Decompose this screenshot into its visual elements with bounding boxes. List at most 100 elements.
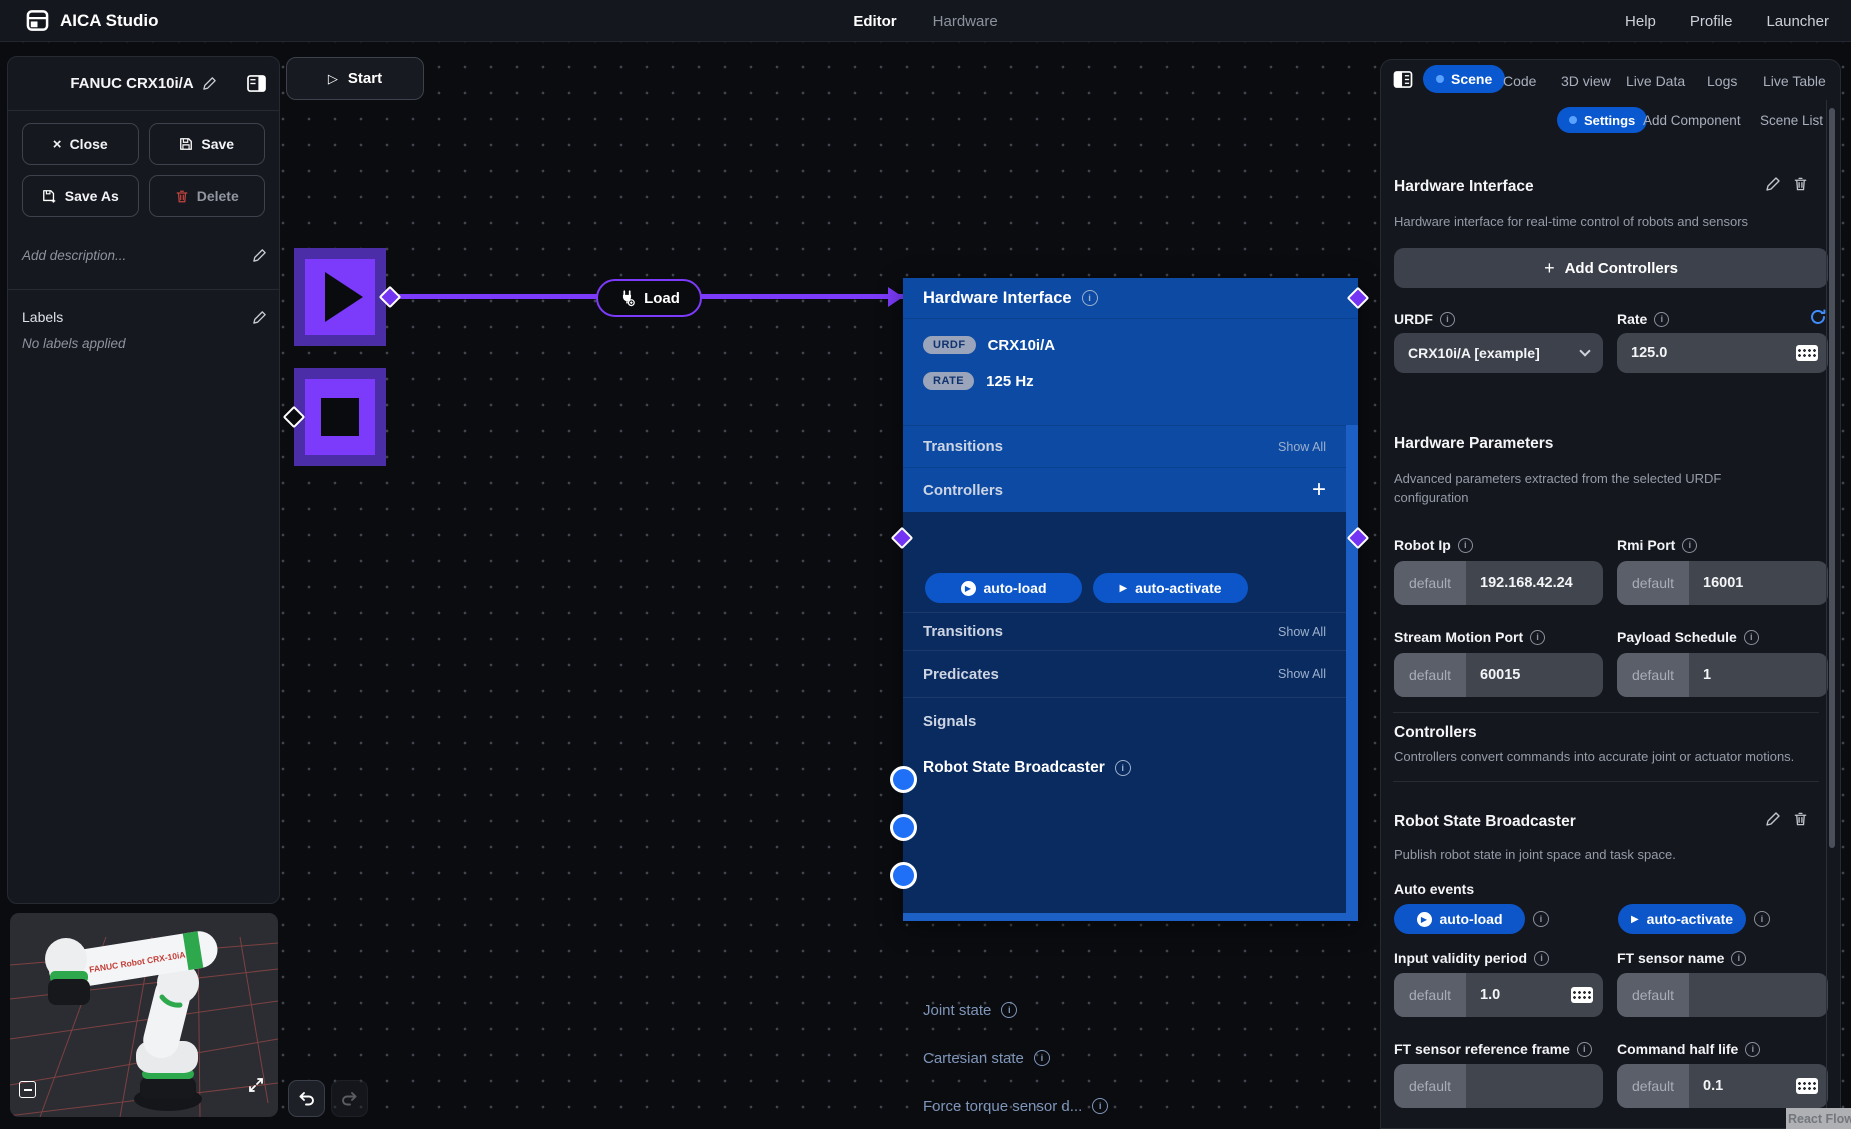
robot-ip-input[interactable]: default 192.168.42.24 — [1394, 561, 1603, 605]
robot-3d-preview[interactable]: FANUC Robot CRX-10iA — [10, 913, 278, 1117]
undo-button[interactable] — [288, 1080, 325, 1117]
info-icon[interactable]: i — [1530, 630, 1545, 645]
collapse-panel-icon[interactable] — [247, 75, 266, 92]
subtab-settings[interactable]: Settings — [1557, 107, 1647, 133]
divider — [1393, 781, 1819, 782]
rate-input[interactable]: 125.0 — [1617, 333, 1828, 373]
subtab-scene-list[interactable]: Scene List — [1760, 113, 1823, 128]
panel-scrollbar-thumb[interactable] — [1829, 108, 1835, 848]
tab-editor[interactable]: Editor — [853, 13, 896, 30]
info-icon[interactable]: i — [1001, 1002, 1017, 1018]
tab-live-data[interactable]: Live Data — [1626, 73, 1685, 89]
info-icon[interactable]: i — [1534, 951, 1549, 966]
edit-title-pencil-icon[interactable] — [202, 76, 217, 91]
info-icon[interactable]: i — [1745, 1042, 1760, 1057]
delete-trash-icon[interactable] — [1793, 811, 1808, 827]
hardware-interface-node[interactable]: Hardware Interface i URDF CRX10i/A RATE … — [903, 278, 1358, 921]
robot-state-broadcaster-subnode[interactable]: Robot State Broadcaster i ▶ auto-load ▶ … — [903, 512, 1358, 913]
rmi-port-input[interactable]: default 16001 — [1617, 561, 1828, 605]
scene-actions: × Close Save Save As Delete — [8, 111, 279, 217]
start-state-node[interactable] — [294, 248, 386, 346]
auto-activate-pill[interactable]: ▶ auto-activate — [1093, 573, 1248, 603]
stream-motion-port-input[interactable]: default 60015 — [1394, 653, 1603, 697]
keypad-icon[interactable] — [1796, 345, 1818, 361]
minimize-preview-icon[interactable] — [19, 1081, 36, 1098]
info-icon[interactable]: i — [1115, 760, 1131, 776]
payload-schedule-input[interactable]: default 1 — [1617, 653, 1828, 697]
tab-3d-view[interactable]: 3D view — [1561, 73, 1611, 89]
info-icon[interactable]: i — [1440, 312, 1455, 327]
help-link[interactable]: Help — [1625, 13, 1656, 30]
labels-empty-text: No labels applied — [22, 336, 126, 351]
cartesian-state-port[interactable] — [890, 814, 917, 841]
force-torque-port[interactable] — [890, 862, 917, 889]
info-icon[interactable]: i — [1682, 538, 1697, 553]
start-button[interactable]: ▷ Start — [286, 57, 424, 100]
command-half-life-input[interactable]: default 0.1 — [1617, 1064, 1828, 1108]
active-dot — [1436, 75, 1444, 83]
collapse-inspector-icon[interactable] — [1393, 71, 1413, 88]
info-icon[interactable]: i — [1458, 538, 1473, 553]
stop-state-node[interactable] — [294, 368, 386, 466]
show-all-rsb-transitions[interactable]: Show All — [1278, 625, 1326, 639]
show-all-transitions[interactable]: Show All — [1278, 440, 1326, 454]
hardware-interface-description: Hardware interface for real-time control… — [1394, 212, 1748, 231]
node-header[interactable]: Hardware Interface i — [903, 278, 1358, 319]
react-flow-attribution[interactable]: React Flow — [1786, 1108, 1851, 1129]
edit-pencil-icon[interactable] — [1765, 811, 1781, 827]
tab-scene[interactable]: Scene — [1423, 65, 1505, 93]
ft-sensor-reference-frame-label: FT sensor reference framei — [1394, 1041, 1592, 1057]
launcher-link[interactable]: Launcher — [1766, 13, 1829, 30]
hardware-parameters-description: Advanced parameters extracted from the s… — [1394, 469, 1794, 507]
save-button[interactable]: Save — [149, 123, 266, 165]
rsb-signals-section: Signals — [903, 697, 1346, 745]
info-icon[interactable]: i — [1082, 290, 1098, 306]
delete-trash-icon[interactable] — [1793, 176, 1808, 192]
info-icon[interactable]: i — [1034, 1050, 1050, 1066]
show-all-predicates[interactable]: Show All — [1278, 667, 1326, 681]
profile-link[interactable]: Profile — [1690, 13, 1733, 30]
ft-sensor-name-input[interactable]: default — [1617, 973, 1828, 1017]
keypad-icon[interactable] — [1571, 987, 1593, 1003]
close-button[interactable]: × Close — [22, 123, 139, 165]
refresh-urdf-icon[interactable] — [1809, 308, 1827, 326]
transitions-section: Transitions Show All — [903, 425, 1346, 467]
edit-labels-pencil-icon[interactable] — [252, 310, 267, 325]
info-icon[interactable]: i — [1577, 1042, 1592, 1057]
edit-pencil-icon[interactable] — [1765, 176, 1781, 192]
auto-load-pill[interactable]: ▶ auto-load — [1394, 904, 1525, 934]
delete-button[interactable]: Delete — [149, 175, 266, 217]
save-as-button[interactable]: Save As — [22, 175, 139, 217]
info-icon[interactable]: i — [1731, 951, 1746, 966]
tab-logs[interactable]: Logs — [1707, 73, 1737, 89]
node-horizontal-scrollbar[interactable] — [903, 913, 1346, 921]
add-controllers-button[interactable]: + Add Controllers — [1394, 248, 1828, 288]
info-icon[interactable]: i — [1754, 911, 1770, 927]
tab-hardware[interactable]: Hardware — [933, 13, 998, 30]
tab-code[interactable]: Code — [1503, 73, 1536, 89]
rsb-title-row: Robot State Broadcaster i — [923, 759, 1131, 777]
hi-heading-actions — [1765, 176, 1808, 192]
auto-activate-pill[interactable]: ▶ auto-activate — [1618, 904, 1746, 934]
description-placeholder: Add description... — [22, 248, 126, 263]
edit-description-pencil-icon[interactable] — [252, 248, 267, 263]
plus-icon: + — [1544, 258, 1555, 279]
keypad-icon[interactable] — [1796, 1078, 1818, 1094]
ft-sensor-reference-frame-input[interactable]: default — [1394, 1064, 1603, 1108]
input-validity-period-input[interactable]: default 1.0 — [1394, 973, 1603, 1017]
expand-preview-icon[interactable] — [247, 1076, 265, 1099]
tab-live-table[interactable]: Live Table — [1763, 73, 1826, 89]
description-row[interactable]: Add description... — [22, 237, 267, 273]
info-icon[interactable]: i — [1092, 1098, 1108, 1114]
joint-state-port[interactable] — [890, 766, 917, 793]
auto-load-pill[interactable]: ▶ auto-load — [925, 573, 1082, 603]
info-icon[interactable]: i — [1744, 630, 1759, 645]
subtab-add-component[interactable]: Add Component — [1643, 113, 1741, 128]
info-icon[interactable]: i — [1533, 911, 1549, 927]
urdf-select[interactable]: CRX10i/A [example] — [1394, 333, 1603, 373]
redo-button[interactable] — [331, 1080, 368, 1117]
load-edge-label[interactable]: Load — [596, 279, 702, 317]
add-controller-plus-icon[interactable]: + — [1312, 480, 1326, 500]
info-icon[interactable]: i — [1654, 312, 1669, 327]
node-vertical-scrollbar[interactable] — [1346, 425, 1358, 921]
